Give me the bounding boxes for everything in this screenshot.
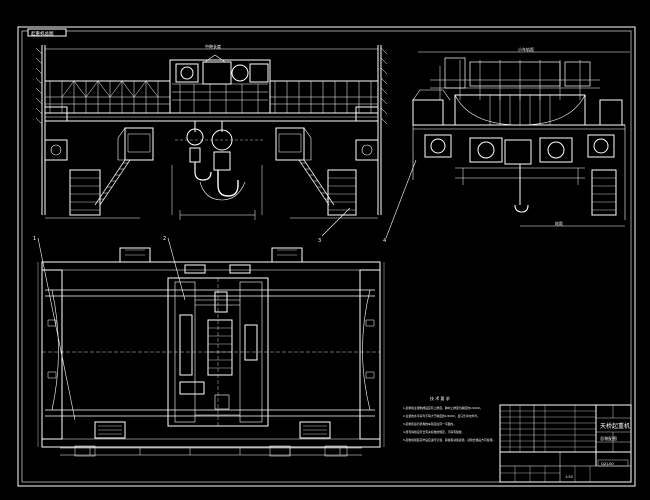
title-name-sub: 总装配图 [600,435,617,442]
technical-notes: 技 术 要 求 1.起重机主梁制成后应有上拱度，跨中上拱度为跨度的1/1000。… [403,395,495,442]
side-wheelbase-dimension: 轮距 [555,220,563,226]
side-gauge-dimension: 小车轨距 [518,46,534,52]
notes-line-3: 3.起重机运行机构的车轮应在同一平面内。 [403,422,456,426]
front-span-dimension: 中跨长度 [205,43,221,49]
callout-3: 3 [318,238,321,244]
title-drawing-number: QZJ-00 [601,461,614,466]
title-block: 天桥起重机 总装配图 QZJ-00 1:50 [499,404,632,483]
corner-tag: 起重机总图 [27,28,67,37]
callout-2: 2 [163,236,166,242]
notes-line-1: 1.起重机主梁制成后应有上拱度，跨中上拱度为跨度的1/1000。 [403,406,483,410]
notes-line-5: 5.起重机组装完毕后应进行空载、静载和动载试验，试验合格后方可使用。 [403,438,495,442]
corner-tag-text: 起重机总图 [31,30,54,37]
callout-4: 4 [383,238,386,244]
front-elevation-view: 中跨长度 [35,43,388,244]
callout-1: 1 [33,236,36,242]
title-name-main: 天桥起重机 [600,422,630,430]
notes-heading: 技 术 要 求 [430,395,450,401]
plan-view: 1 2 [33,236,385,457]
title-scale: 1:50 [565,475,573,479]
side-elevation-view: 小车轨距 [383,46,630,244]
inner-frame [21,30,632,483]
outer-frame [17,26,636,487]
notes-line-2: 2.主梁的水平旁弯不得大于跨度的1/2000，且只允许向外弯。 [403,414,480,418]
notes-line-4: 4.所有焊缝应符合有关标准的规定，不得有裂纹。 [403,430,464,434]
